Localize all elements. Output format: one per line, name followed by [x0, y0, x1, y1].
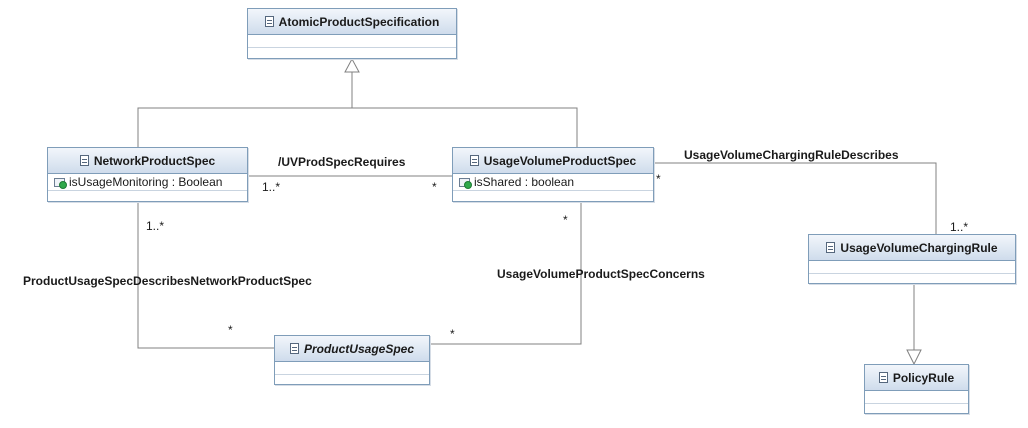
- attribute-compartment: [865, 391, 968, 404]
- generalization-network[interactable]: [137, 72, 353, 147]
- property-icon: [54, 177, 67, 189]
- class-name: ProductUsageSpec: [303, 341, 415, 356]
- association-uv-concerns[interactable]: [430, 202, 582, 345]
- attribute-text: isShared : boolean: [474, 175, 575, 189]
- generalization-arrowhead-atomic: [344, 57, 360, 73]
- multiplicity-uv-concerns-source: *: [563, 213, 568, 227]
- class-header: ProductUsageSpec: [275, 336, 429, 362]
- class-name: NetworkProductSpec: [93, 153, 216, 168]
- attribute-row[interactable]: isShared : boolean: [453, 174, 653, 190]
- association-charging-describes[interactable]: [654, 162, 937, 234]
- generalization-arrowhead-policy: [906, 349, 922, 366]
- attribute-compartment: [275, 362, 429, 375]
- class-icon: [878, 372, 888, 383]
- class-header: UsageVolumeChargingRule: [809, 235, 1015, 261]
- class-atomic-product-specification[interactable]: AtomicProductSpecification: [247, 8, 457, 59]
- association-pus-describes[interactable]: [137, 202, 274, 349]
- association-name-pus-describes: ProductUsageSpecDescribesNetworkProductS…: [23, 274, 312, 288]
- class-policy-rule[interactable]: PolicyRule: [864, 364, 969, 414]
- class-header: PolicyRule: [865, 365, 968, 391]
- attribute-compartment: [248, 35, 456, 48]
- multiplicity-charging-describes-target: 1..*: [950, 220, 969, 234]
- class-header: NetworkProductSpec: [48, 148, 247, 174]
- attribute-row[interactable]: isUsageMonitoring : Boolean: [48, 174, 247, 190]
- multiplicity-pus-describes-source: 1..*: [146, 219, 165, 233]
- class-name: UsageVolumeProductSpec: [483, 153, 637, 168]
- class-icon: [289, 343, 299, 354]
- property-icon: [459, 177, 472, 189]
- attribute-compartment: [809, 261, 1015, 274]
- multiplicity-uv-requires-source: 1..*: [262, 180, 281, 194]
- class-icon: [826, 242, 836, 253]
- operation-compartment: [865, 404, 968, 410]
- class-icon: [264, 16, 274, 27]
- operation-compartment: [453, 191, 653, 197]
- class-header: AtomicProductSpecification: [248, 9, 456, 35]
- class-name: UsageVolumeChargingRule: [840, 240, 998, 255]
- attribute-compartment: isUsageMonitoring : Boolean: [48, 174, 247, 191]
- class-network-product-spec[interactable]: NetworkProductSpec isUsageMonitoring : B…: [47, 147, 248, 202]
- association-name-charging-describes: UsageVolumeChargingRuleDescribes: [684, 148, 899, 162]
- multiplicity-uv-requires-target: *: [432, 180, 437, 194]
- multiplicity-charging-describes-source: *: [656, 172, 661, 186]
- class-usage-volume-product-spec[interactable]: UsageVolumeProductSpec isShared : boolea…: [452, 147, 654, 202]
- operation-compartment: [248, 48, 456, 54]
- generalization-usage-volume[interactable]: [352, 107, 578, 147]
- association-name-uv-requires: /UVProdSpecRequires: [278, 155, 406, 169]
- class-name: PolicyRule: [892, 370, 955, 385]
- class-name: AtomicProductSpecification: [278, 14, 440, 29]
- multiplicity-uv-concerns-target: *: [450, 327, 455, 341]
- operation-compartment: [48, 191, 247, 197]
- class-product-usage-spec[interactable]: ProductUsageSpec: [274, 335, 430, 385]
- attribute-text: isUsageMonitoring : Boolean: [69, 175, 223, 189]
- class-header: UsageVolumeProductSpec: [453, 148, 653, 174]
- operation-compartment: [275, 375, 429, 381]
- class-usage-volume-charging-rule[interactable]: UsageVolumeChargingRule: [808, 234, 1016, 284]
- operation-compartment: [809, 274, 1015, 280]
- multiplicity-pus-describes-target: *: [228, 323, 233, 337]
- attribute-compartment: isShared : boolean: [453, 174, 653, 191]
- class-icon: [79, 155, 89, 166]
- association-name-uv-concerns: UsageVolumeProductSpecConcerns: [497, 267, 705, 281]
- class-icon: [469, 155, 479, 166]
